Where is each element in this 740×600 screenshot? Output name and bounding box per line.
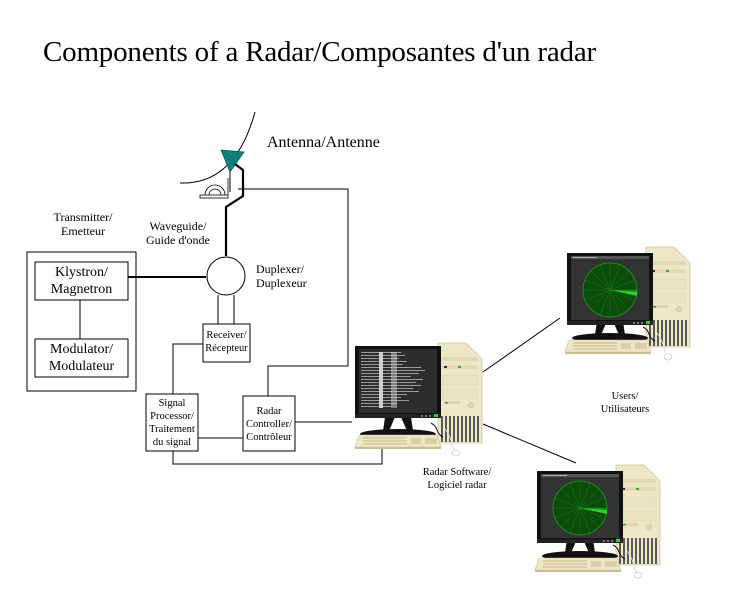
modulator-label-line-1: Modulator/ xyxy=(50,342,113,357)
software-user1-link xyxy=(482,317,561,373)
user-computer-2 xyxy=(534,464,661,579)
duplexer-label-line-2: Duplexeur xyxy=(256,276,307,290)
signal-processor-label-line-3: Traitement xyxy=(149,424,195,435)
antenna-pedestal xyxy=(199,178,229,199)
user-computer-1 xyxy=(564,246,691,361)
controller-antenna-line xyxy=(238,188,349,396)
waveguide-label-line-2: Guide d'onde xyxy=(146,233,210,247)
radar-controller-label-line-1: Radar xyxy=(256,406,282,417)
antenna-label: Antenna/Antenne xyxy=(267,134,380,151)
modulator-box xyxy=(34,338,129,378)
duplexer-label: Duplexer/ Duplexeur xyxy=(256,262,307,290)
radar-software-label-line-2: Logiciel radar xyxy=(427,480,487,491)
transmitter-label-line-2: Emetteur xyxy=(61,224,105,238)
duplexer-circle xyxy=(206,256,246,296)
receiver-label-line-1: Receiver/ xyxy=(206,330,247,341)
klystron-label: Klystron/ Magnetron xyxy=(35,264,128,298)
modulator-label-line-2: Modulateur xyxy=(48,359,115,374)
signal-processor-label-line-2: Processor/ xyxy=(150,411,194,422)
users-label-line-2: Utilisateurs xyxy=(600,404,650,415)
modulator-label: Modulator/ Modulateur xyxy=(35,341,128,375)
receiver-label-line-2: Récepteur xyxy=(205,343,248,354)
duplexer-label-line-1: Duplexer/ xyxy=(256,262,304,276)
users-label-line-1: Users/ xyxy=(611,391,639,402)
radar-controller-label-line-3: Contrôleur xyxy=(246,432,292,443)
diagram-title: Components of a Radar/Composantes d'un r… xyxy=(43,36,596,68)
antenna-dish xyxy=(179,111,256,184)
signal-processor-box xyxy=(145,393,199,452)
waveguide-label-line-1: Waveguide/ xyxy=(149,219,207,233)
radar-controller-label: Radar Controller/ Contrôleur xyxy=(243,405,295,444)
receiver-signal-processor-line xyxy=(172,343,203,394)
receiver-box xyxy=(202,323,251,363)
signal-processor-label: Signal Processor/ Traitement du signal xyxy=(146,397,198,449)
radar-software-label-line-1: Radar Software/ xyxy=(422,467,492,478)
klystron-box xyxy=(34,261,129,301)
klystron-label-line-2: Magnetron xyxy=(50,282,113,297)
radar-controller-box xyxy=(242,395,296,452)
antenna-label-text: Antenna/Antenne xyxy=(267,134,380,151)
antenna xyxy=(179,111,256,199)
radar-software-label: Radar Software/ Logiciel radar xyxy=(412,466,502,492)
signal-processor-software-line xyxy=(172,448,383,465)
transmitter-label: Transmitter/ Emetteur xyxy=(43,210,123,238)
waveguide-label: Waveguide/ Guide d'onde xyxy=(146,219,210,247)
waveguide-line xyxy=(224,163,245,256)
radar-controller-label-line-2: Controller/ xyxy=(245,419,293,430)
receiver-label: Receiver/ Récepteur xyxy=(203,329,250,355)
software-user2-link xyxy=(482,423,577,464)
users-label: Users/ Utilisateurs xyxy=(590,390,660,416)
signal-processor-label-line-1: Signal xyxy=(158,398,186,409)
radar-software-computer xyxy=(354,342,483,457)
signal-processor-label-line-4: du signal xyxy=(152,437,192,448)
antenna-feed-horn xyxy=(220,149,245,173)
transmitter-label-line-1: Transmitter/ xyxy=(53,210,113,224)
klystron-label-line-1: Klystron/ xyxy=(55,265,108,280)
